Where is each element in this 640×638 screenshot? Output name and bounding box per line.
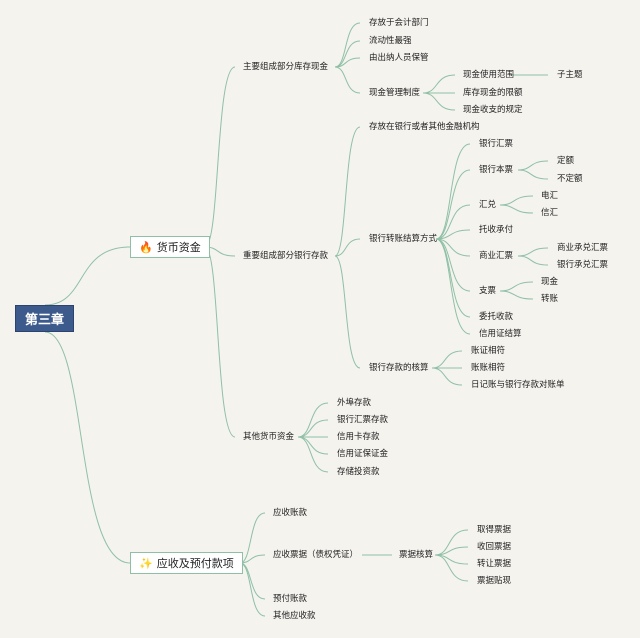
node-leaf[interactable]: 取得票据 (477, 525, 512, 535)
node-bank-draft[interactable]: 银行本票 (479, 165, 514, 175)
connector-line (334, 22, 361, 68)
connector-line (517, 255, 549, 266)
node-leaf[interactable]: 日记账与银行存款对账单 (471, 380, 565, 390)
node-leaf[interactable]: 现金收支的规定 (463, 105, 523, 115)
node-accounts-receivable[interactable]: 应收账款 (273, 508, 308, 518)
node-leaf[interactable]: 票据贴现 (477, 576, 512, 586)
node-leaf[interactable]: 委托收款 (479, 312, 514, 322)
node-leaf[interactable]: 商业承兑汇票 (557, 243, 609, 253)
connector-line (499, 195, 534, 206)
connector-line (334, 255, 361, 369)
node-leaf[interactable]: 转账 (541, 294, 559, 304)
connector-line (422, 92, 456, 111)
node-commercial-bill[interactable]: 商业汇票 (479, 251, 514, 261)
connector-line (517, 169, 549, 180)
connector-line (239, 562, 266, 600)
branch-label: 货币资金 (156, 241, 201, 254)
connector-line (334, 126, 361, 257)
connector-line (297, 436, 329, 455)
node-leaf[interactable]: 定额 (557, 156, 575, 166)
connector-line (499, 204, 534, 214)
node-bank-accounting[interactable]: 银行存款的核算 (369, 363, 429, 373)
node-cash-management[interactable]: 现金管理制度 (369, 88, 421, 98)
node-leaf[interactable]: 信用卡存款 (337, 432, 380, 442)
node-leaf[interactable]: 由出纳人员保管 (369, 53, 429, 63)
node-leaf[interactable]: 信用证结算 (479, 329, 522, 339)
connector-line (334, 238, 361, 257)
node-bill-accounting[interactable]: 票据核算 (399, 550, 434, 560)
connector-line (435, 238, 471, 318)
connector-line (434, 554, 469, 582)
node-settlement-methods[interactable]: 银行转账结算方式 (369, 234, 438, 244)
node-leaf[interactable]: 现金 (541, 277, 559, 287)
node-leaf[interactable]: 不定额 (557, 174, 583, 184)
connector-line (435, 204, 471, 240)
node-leaf[interactable]: 账账相符 (471, 363, 506, 373)
connector-line (431, 367, 463, 386)
node-leaf[interactable]: 信用证保证金 (337, 449, 389, 459)
connector-line (334, 66, 361, 94)
node-leaf[interactable]: 外埠存款 (337, 398, 372, 408)
connector-line (499, 290, 534, 300)
connector-line (297, 419, 329, 438)
connector-line (334, 57, 361, 68)
node-leaf[interactable]: 流动性最强 (369, 36, 412, 46)
connector-line (435, 229, 471, 240)
connector-line (435, 238, 471, 292)
node-other-funds[interactable]: 其他货币资金 (243, 432, 295, 442)
node-cheque[interactable]: 支票 (479, 286, 497, 296)
branch-receivables[interactable]: ✨ 应收及预付款项 (130, 552, 243, 574)
node-leaf[interactable]: 存储投资款 (337, 467, 380, 477)
node-other-receivables[interactable]: 其他应收款 (273, 611, 316, 621)
node-leaf[interactable]: 托收承付 (479, 225, 514, 235)
connector-line (435, 143, 471, 240)
node-leaf[interactable]: 收回票据 (477, 542, 512, 552)
connector-line (422, 74, 456, 94)
connector-line (297, 436, 329, 473)
magic-wand-icon: ✨ (139, 556, 153, 570)
node-leaf[interactable]: 转让票据 (477, 559, 512, 569)
connector-line (435, 238, 471, 335)
node-bank-deposit[interactable]: 重要组成部分银行存款 (243, 251, 329, 261)
node-prepayments[interactable]: 预付账款 (273, 594, 308, 604)
node-leaf[interactable]: 信汇 (541, 208, 559, 218)
node-leaf[interactable]: 账证相符 (471, 346, 506, 356)
node-leaf[interactable]: 存放于会计部门 (369, 18, 429, 28)
connector-line (44, 246, 131, 306)
connector-line (431, 350, 463, 369)
connector-line (334, 40, 361, 68)
node-leaf[interactable]: 存放在银行或者其他金融机构 (369, 122, 480, 132)
node-notes-receivable[interactable]: 应收票据（债权凭证） (273, 550, 359, 560)
node-leaf[interactable]: 现金使用范围 (463, 70, 515, 80)
connector-line (204, 246, 236, 438)
connector-line (239, 562, 266, 617)
fire-icon: 🔥 (139, 240, 153, 254)
connector-line (499, 281, 534, 292)
node-leaf[interactable]: 银行汇票 (479, 139, 514, 149)
connector-line (44, 331, 131, 564)
connector-line (435, 169, 471, 240)
node-subtopic[interactable]: 子主题 (557, 70, 583, 80)
node-cash-on-hand[interactable]: 主要组成部分库存现金 (243, 62, 329, 72)
connector-line (239, 512, 266, 564)
branch-monetary-funds[interactable]: 🔥 货币资金 (130, 236, 210, 258)
connector-line (204, 66, 236, 248)
connector-line (434, 529, 469, 556)
root-node[interactable]: 第三章 (15, 305, 74, 332)
node-leaf[interactable]: 银行承兑汇票 (557, 260, 609, 270)
node-leaf[interactable]: 银行汇票存款 (337, 415, 389, 425)
node-leaf[interactable]: 电汇 (541, 191, 559, 201)
connector-line (517, 160, 549, 171)
node-leaf[interactable]: 库存现金的限额 (463, 88, 523, 98)
branch-label: 应收及预付款项 (156, 557, 234, 570)
node-remittance[interactable]: 汇兑 (479, 200, 497, 210)
connector-line (517, 247, 549, 257)
connector-line (297, 402, 329, 438)
